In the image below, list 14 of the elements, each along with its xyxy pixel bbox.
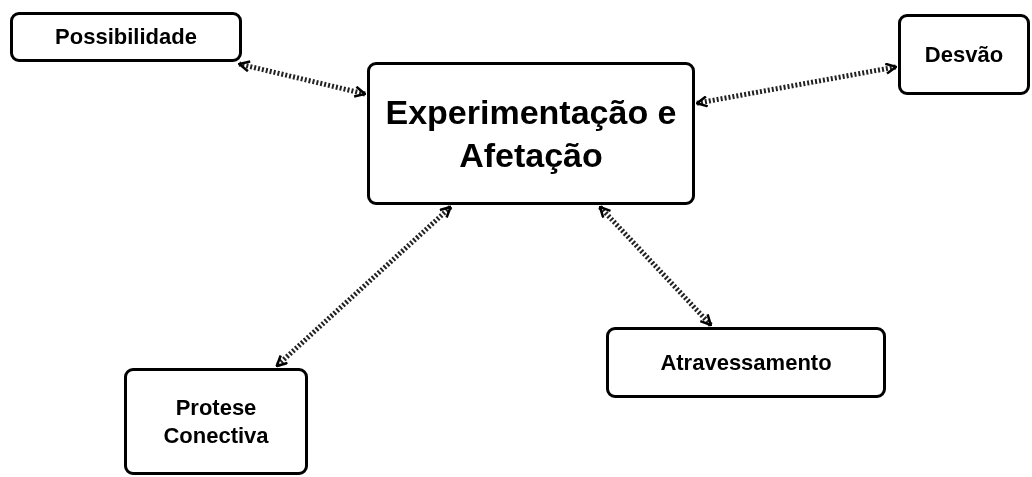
concept-label: Protese Conectiva bbox=[162, 394, 270, 449]
concept-label: Experimentação e Afetação bbox=[384, 92, 678, 176]
concept-label: Desvão bbox=[924, 40, 1004, 69]
double-arrow bbox=[695, 62, 898, 108]
concept-label: Atravessamento bbox=[660, 348, 832, 377]
concept-box bbox=[124, 368, 308, 475]
central-concept-box bbox=[367, 62, 695, 205]
double-arrow bbox=[238, 60, 367, 98]
concept-box bbox=[10, 12, 242, 62]
concept-label: Possibilidade bbox=[55, 23, 197, 51]
double-arrow bbox=[275, 205, 453, 368]
concept-box bbox=[606, 327, 886, 398]
concept-box bbox=[898, 14, 1030, 95]
double-arrow bbox=[598, 205, 713, 327]
